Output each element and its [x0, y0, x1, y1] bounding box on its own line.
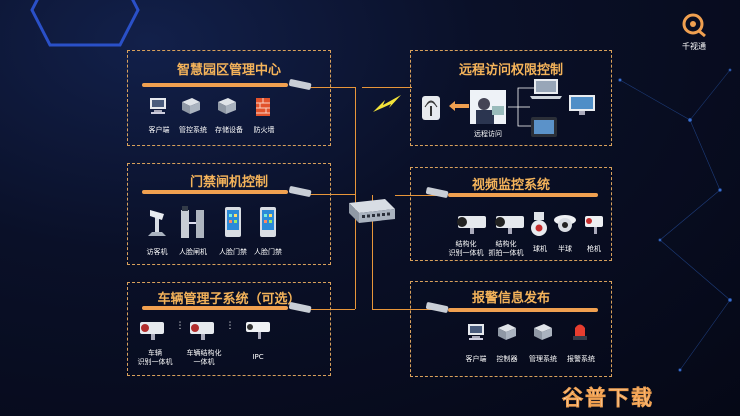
face-access-icon [260, 207, 276, 237]
device-label: 结构化 [495, 240, 517, 248]
remote-access-label: 远程访问 [474, 130, 502, 138]
device-label: 控制器 [496, 355, 518, 363]
management-system-icon [534, 324, 552, 340]
bullet-camera-icon [585, 216, 603, 234]
device-label: 客户端 [465, 355, 487, 363]
panel-remote: 远程访问权限控制 [410, 50, 612, 146]
panel-title: 车辆管理子系统（可选） [157, 292, 301, 307]
control-system-icon [182, 98, 200, 114]
device-label: 一体机 [193, 358, 215, 366]
link-remote-h [362, 87, 412, 88]
client-pc-icon [468, 324, 484, 340]
link-gate [300, 194, 355, 195]
device-label: 管控系统 [179, 126, 207, 134]
panel-title: 智慧园区管理中心 [176, 63, 281, 78]
device-label: 人脸门禁 [219, 248, 247, 256]
link-vehicle [300, 309, 355, 310]
half-dome-camera-icon [554, 215, 576, 232]
device-label: 存储设备 [215, 126, 243, 134]
device-label: 识别一体机 [448, 249, 484, 257]
panel-title: 视频监控系统 [471, 178, 550, 193]
bus-gate [142, 190, 288, 194]
panel-vehicle: 车辆管理子系统（可选） [127, 282, 331, 376]
bus-park-center [142, 83, 288, 87]
separator-dots: ⋮ [225, 321, 235, 331]
firewall-icon [256, 98, 270, 116]
panel-gate: 门禁闸机控制 [127, 163, 331, 265]
alarm-light-icon [573, 324, 587, 340]
device-label: 结构化 [455, 240, 477, 248]
network-decoration [618, 68, 733, 372]
connection-lines-icon [508, 87, 534, 127]
dome-ptz-camera-icon [531, 212, 547, 236]
watermark-text: 谷普下载 [562, 386, 654, 411]
network-adapter-icon [425, 302, 449, 313]
device-label: 枪机 [587, 245, 601, 253]
device-label: 识别一体机 [137, 358, 173, 366]
network-adapter-icon [288, 186, 312, 197]
device-label: 人脸门禁 [254, 248, 282, 256]
panel-video: 视频监控系统 [410, 167, 612, 261]
device-label: IPC [252, 353, 264, 361]
core-switch-icon [349, 199, 395, 223]
brand-logo-icon [682, 13, 706, 38]
link-video [395, 195, 445, 196]
network-adapter-icon [288, 302, 312, 313]
device-label: 访客机 [146, 248, 168, 256]
device-label: 球机 [533, 245, 547, 253]
device-label: 人脸闸机 [179, 248, 207, 256]
device-label: 抓拍一体机 [488, 249, 524, 257]
face-gate-icon [181, 206, 204, 238]
panel-alarm: 报警信息发布 [410, 281, 612, 377]
hexagon-decoration [30, 0, 140, 47]
visitor-machine-icon [148, 210, 166, 236]
ipc-camera-icon [246, 322, 270, 339]
device-label: 报警系统 [567, 355, 595, 363]
laptop-icon [530, 79, 562, 99]
bus-vehicle [142, 306, 288, 310]
panel-title: 门禁闸机控制 [189, 175, 268, 190]
panel-park-center: 智慧园区管理中心 [127, 50, 331, 146]
device-label: 车辆结构化 [186, 349, 222, 357]
client-pc-icon [150, 98, 166, 114]
arrow-icon [449, 101, 469, 111]
wireless-lightning-icon [373, 95, 401, 112]
link-vertical [355, 87, 356, 309]
device-label: 防火墙 [253, 126, 275, 134]
separator-dots: ⋮ [175, 321, 185, 331]
link-alarm [372, 309, 442, 310]
panel-title: 报警信息发布 [471, 291, 550, 306]
remote-user-icon [470, 90, 506, 124]
controller-icon [498, 324, 516, 340]
monitor-icon [569, 95, 595, 115]
device-label: 客户端 [148, 126, 170, 134]
device-label: 管理系统 [529, 355, 557, 363]
structured-capture-camera-icon [495, 216, 524, 234]
bus-alarm [448, 308, 598, 312]
storage-device-icon [218, 98, 236, 114]
device-label: 车辆 [148, 349, 162, 357]
link-right-vertical [372, 195, 373, 309]
network-adapter-icon [288, 79, 312, 90]
panel-title: 远程访问权限控制 [458, 63, 563, 78]
network-adapter-icon [425, 187, 449, 198]
vehicle-camera-icon [140, 322, 164, 340]
device-label: 半球 [558, 245, 572, 253]
face-access-icon [225, 207, 241, 237]
structured-recognition-camera-icon [457, 216, 486, 234]
tablet-icon [531, 117, 557, 137]
wireless-antenna-icon [422, 96, 440, 120]
brand-name: 千视通 [682, 42, 706, 51]
link-park [300, 87, 355, 88]
vehicle-structured-camera-icon [190, 322, 214, 340]
bus-video [448, 193, 598, 197]
